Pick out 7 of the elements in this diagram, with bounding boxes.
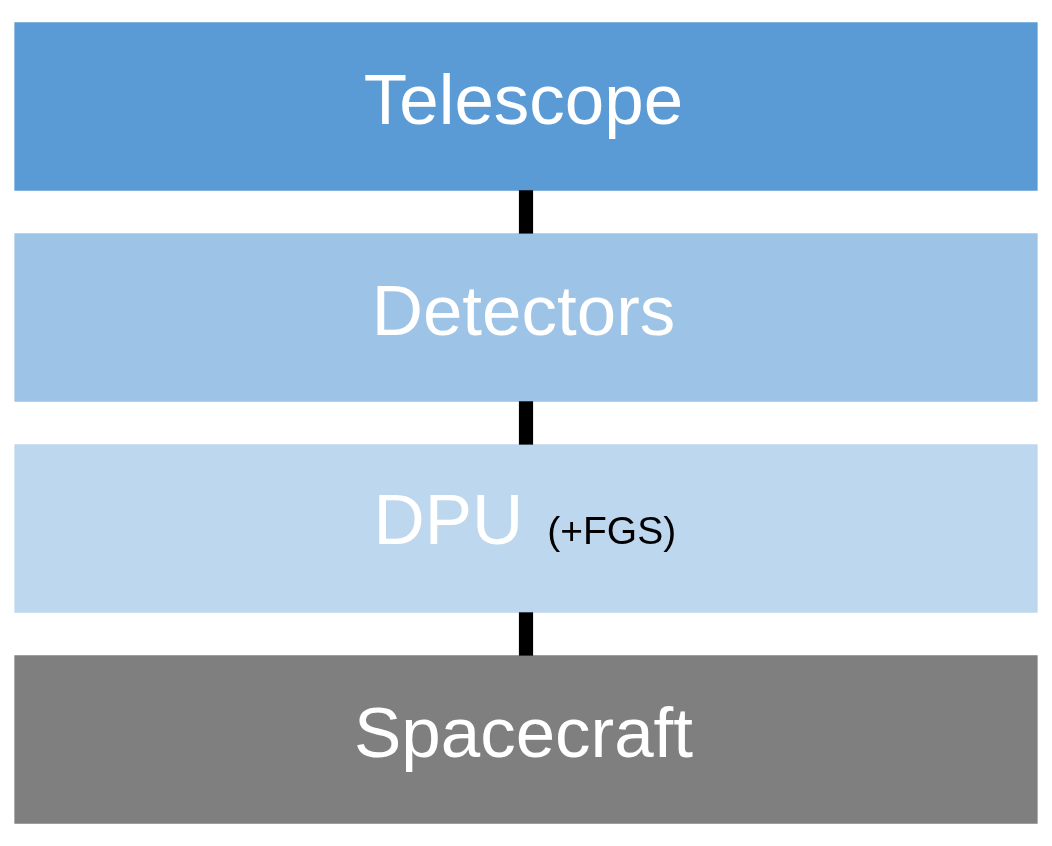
node-box: Telescope (14, 22, 1038, 191)
connector (518, 190, 534, 234)
node-box: Spacecraft (14, 655, 1038, 824)
node-box: DPU (+FGS) (14, 444, 1038, 613)
node-box: Detectors (14, 233, 1038, 402)
connector (518, 612, 534, 656)
connector (518, 401, 534, 445)
